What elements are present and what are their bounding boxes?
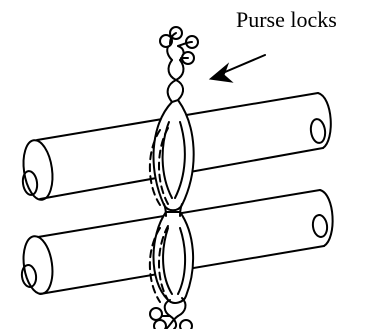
purse-lock-upper-loop — [148, 98, 195, 212]
purse-locks-label: Purse locks — [236, 7, 337, 32]
purse-lock-top-twist — [166, 43, 185, 103]
purse-lock-top-knots — [159, 26, 199, 65]
purse-lock-lower-loop — [148, 211, 195, 304]
purse-lock-bottom-twist — [163, 297, 187, 330]
pointer-arrow — [208, 54, 266, 83]
purse-lock-bottom-knots — [149, 307, 193, 333]
purse-lock-waist — [163, 203, 183, 217]
